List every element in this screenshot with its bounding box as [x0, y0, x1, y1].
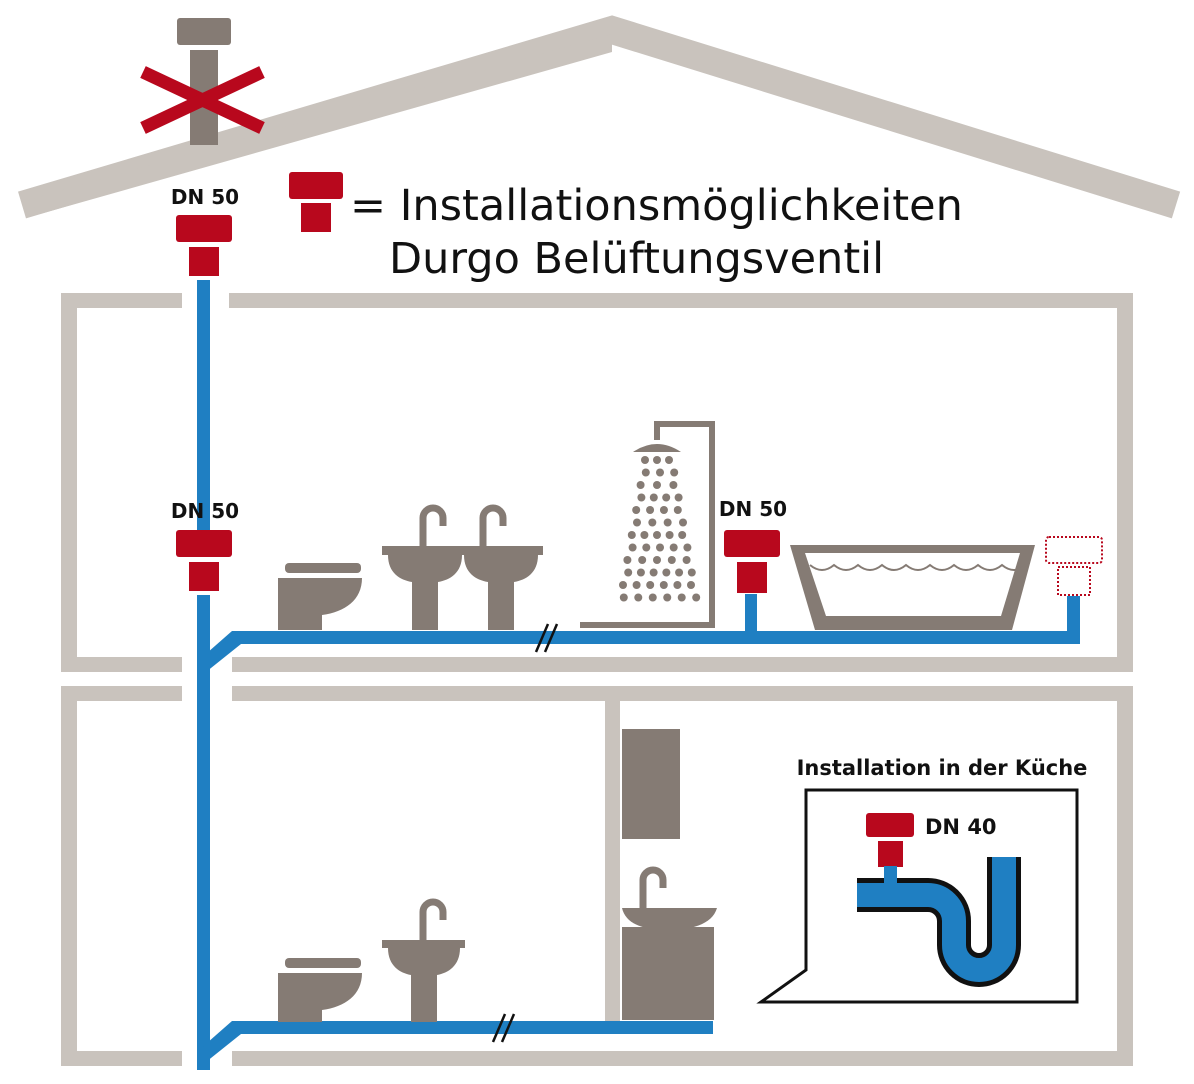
water-drop	[649, 568, 658, 577]
water-drop	[659, 506, 668, 514]
water-drop	[673, 506, 682, 514]
water-drop	[653, 556, 661, 564]
lower-horizontal-pipe	[232, 1021, 713, 1034]
drain-pipes	[197, 280, 1080, 1070]
water-drop	[646, 581, 655, 589]
water-drop	[679, 518, 687, 527]
water-drop	[636, 568, 645, 577]
water-drop	[662, 568, 671, 577]
water-drop	[674, 493, 683, 502]
toilet-lower	[278, 958, 362, 1022]
water-drop	[665, 456, 673, 464]
roof-vent-pipe-crossed-out	[28, 18, 612, 214]
water-drop	[673, 581, 682, 589]
valve-optional-outline	[1045, 536, 1103, 596]
water-drop	[663, 518, 672, 527]
water-drop	[632, 581, 641, 589]
upper-floor-walls	[61, 293, 1133, 672]
kitchen-valve-label: DN 40	[925, 815, 997, 839]
valve-label: DN 50	[171, 185, 239, 209]
bathtub	[790, 545, 1035, 630]
water-drop	[653, 531, 661, 539]
water-drop	[638, 556, 647, 564]
water-drop	[633, 518, 641, 527]
water-drop	[656, 543, 664, 552]
shower-water	[619, 456, 701, 602]
water-drop	[649, 493, 658, 502]
water-drop	[636, 481, 645, 489]
water-drop	[687, 568, 696, 577]
water-drop	[648, 593, 657, 602]
water-drop	[628, 543, 637, 552]
water-drop	[687, 581, 695, 589]
water-drop	[640, 531, 649, 539]
water-drop	[669, 543, 678, 552]
valve-label: DN 50	[171, 499, 239, 523]
water-drop	[667, 556, 676, 564]
water-drop	[637, 493, 646, 502]
water-drop	[623, 556, 632, 564]
sink-lower	[382, 898, 465, 1022]
water-drop	[646, 506, 655, 514]
lower-floor-walls	[61, 686, 1133, 1066]
kitchen-unit	[622, 729, 717, 1020]
water-drop	[619, 593, 628, 602]
kitchen-inset: Installation in der Küche DN 40	[756, 756, 1088, 1004]
water-drop	[663, 593, 672, 602]
valve-roof: DN 50	[171, 185, 239, 276]
pipe-break-marks	[491, 623, 559, 1043]
legend: = Installationsmöglichkeiten Durgo Belüf…	[289, 172, 963, 284]
valve-label: DN 50	[719, 497, 787, 521]
legend-line-2: Durgo Belüftungsventil	[389, 234, 884, 284]
water-drop	[656, 468, 664, 477]
water-drop	[682, 556, 691, 564]
water-drop	[648, 518, 657, 527]
water-drop	[675, 568, 684, 577]
base-cabinet	[622, 927, 714, 1020]
water-drop	[662, 493, 671, 502]
valve-stack: DN 50	[171, 499, 239, 591]
water-drop	[683, 543, 692, 552]
wall-cabinet	[622, 729, 680, 839]
water-drop	[653, 481, 661, 489]
legend-line-1: = Installationsmöglichkeiten	[350, 181, 963, 231]
water-drop	[634, 593, 643, 602]
water-drop	[624, 568, 633, 577]
vertical-stack-upper	[197, 280, 210, 530]
water-drop	[659, 581, 668, 589]
water-drop	[678, 531, 687, 539]
water-drop	[692, 593, 701, 602]
upper-horizontal-pipe	[232, 631, 1080, 644]
water-drop	[642, 543, 651, 552]
water-drop	[665, 531, 674, 539]
valve-bath: DN 50	[719, 497, 787, 593]
water-drop	[669, 481, 678, 489]
water-drop	[619, 581, 627, 589]
water-drop	[653, 456, 661, 464]
double-sink	[382, 504, 543, 630]
water-drop	[677, 593, 686, 602]
water-drop	[670, 468, 679, 477]
water-drop	[641, 468, 650, 477]
kitchen-title: Installation in der Küche	[797, 756, 1088, 780]
valve-icon	[289, 172, 343, 199]
shower	[580, 421, 715, 628]
water-drop	[627, 531, 636, 539]
toilet-upper	[278, 563, 362, 630]
water-drop	[632, 506, 641, 514]
vertical-stack-lower	[197, 595, 210, 1070]
water-drop	[641, 456, 649, 464]
